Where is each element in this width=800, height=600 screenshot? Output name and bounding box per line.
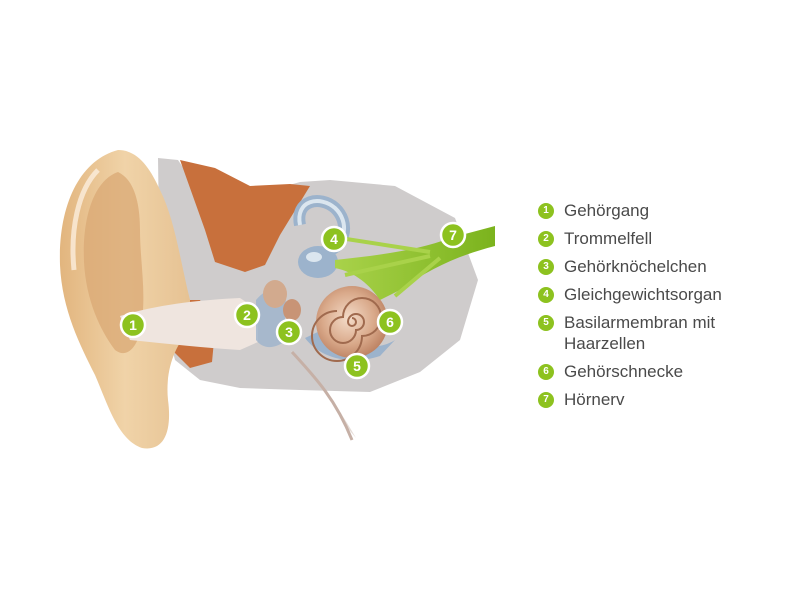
legend-label: Trommelfell — [564, 229, 653, 248]
legend-number-badge: 2 — [538, 231, 554, 247]
svg-text:5: 5 — [353, 358, 361, 374]
legend: 1 Gehörgang 2 Trommelfell 3 Gehörknöchel… — [538, 200, 788, 417]
svg-text:3: 3 — [285, 324, 293, 340]
marker-2: 2 — [233, 301, 261, 329]
legend-label: Gehörschnecke — [564, 362, 684, 381]
legend-item: 4 Gleichgewichtsorgan — [538, 284, 788, 305]
marker-5: 5 — [343, 352, 371, 380]
nerve-fibers — [339, 236, 442, 298]
marker-3: 3 — [275, 318, 303, 346]
cochlea-spiral — [311, 297, 382, 362]
eustachian-tube-outline — [290, 350, 354, 441]
legend-number-badge: 6 — [538, 364, 554, 380]
svg-text:4: 4 — [330, 231, 338, 247]
legend-item: 1 Gehörgang — [538, 200, 788, 221]
vestibule-highlight — [306, 252, 322, 262]
outer-ear-inner-fold — [83, 172, 144, 354]
legend-item: 5 Basilarmembran mit Haarzellen — [538, 312, 788, 354]
marker-4: 4 — [320, 225, 348, 253]
outer-ear-rim-highlight — [70, 168, 100, 271]
temporal-bone — [180, 160, 310, 272]
marker-1: 1 — [119, 311, 147, 339]
legend-label: Gehörgang — [564, 201, 650, 220]
legend-label: Gehörknöchelchen — [564, 257, 707, 276]
legend-item: 3 Gehörknöchelchen — [538, 256, 788, 277]
legend-number-badge: 4 — [538, 287, 554, 303]
marker-6: 6 — [376, 308, 404, 336]
legend-item: 2 Trommelfell — [538, 228, 788, 249]
svg-text:1: 1 — [129, 317, 137, 333]
legend-label: Hörnerv — [564, 390, 625, 409]
legend-number-badge: 5 — [538, 315, 554, 331]
legend-number-badge: 3 — [538, 259, 554, 275]
svg-text:6: 6 — [386, 314, 394, 330]
legend-label: Basilarmembran mit Haarzellen — [564, 313, 716, 353]
ear-canal — [120, 298, 258, 350]
svg-text:2: 2 — [243, 307, 251, 323]
marker-7: 7 — [439, 221, 467, 249]
legend-item: 7 Hörnerv — [538, 389, 788, 410]
legend-number-badge: 1 — [538, 203, 554, 219]
legend-item: 6 Gehörschnecke — [538, 361, 788, 382]
ossicle-incus — [283, 299, 301, 321]
ossicle-malleus — [263, 280, 287, 308]
legend-number-badge: 7 — [538, 392, 554, 408]
eustachian-tube — [290, 350, 356, 438]
svg-text:7: 7 — [449, 227, 457, 243]
legend-label: Gleichgewichtsorgan — [564, 285, 722, 304]
